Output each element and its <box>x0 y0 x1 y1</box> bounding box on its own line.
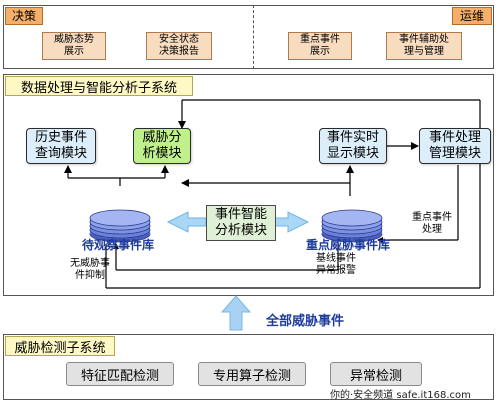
no-threat-suppress-label: 无威胁事 件抑制 <box>70 258 110 281</box>
decision-box-security-report: 安全状态 决策报告 <box>146 32 212 60</box>
top-section-frame <box>3 5 494 69</box>
history-query-module: 历史事件 查询模块 <box>26 128 96 164</box>
detection-item-anomaly: 异常检测 <box>330 362 422 386</box>
analysis-subsystem-title: 数据处理与智能分析子系统 <box>5 76 193 96</box>
threat-analysis-module: 威胁分 析模块 <box>133 128 191 164</box>
detection-subsystem-frame <box>3 334 494 400</box>
operations-box-event-assist: 事件辅助处 理与管理 <box>386 32 462 60</box>
watermark-text: 你的·安全频道 safe.it168.com <box>330 390 471 401</box>
detection-item-operator: 专用算子检测 <box>198 362 306 386</box>
top-section-divider <box>253 5 254 69</box>
operations-title: 运维 <box>452 7 492 25</box>
detection-subsystem-title: 威胁检测子系统 <box>5 336 115 356</box>
realtime-display-module: 事件实时 显示模块 <box>319 128 387 164</box>
all-threat-events-label: 全部威胁事件 <box>266 314 345 329</box>
operations-box-key-events: 重点事件 展示 <box>288 32 352 60</box>
pending-events-database-icon <box>89 209 151 243</box>
key-threat-events-database-icon <box>321 209 383 243</box>
decision-title: 决策 <box>5 7 43 25</box>
pending-events-database-label: 待观察事件库 <box>82 238 155 252</box>
event-handling-module: 事件处理 管理模块 <box>419 128 491 164</box>
baseline-alarm-label: 基线事件 异常报警 <box>316 253 356 276</box>
analysis-subsystem-frame <box>3 74 494 296</box>
key-event-handling-label: 重点事件 处理 <box>412 212 452 235</box>
detection-item-signature: 特征匹配检测 <box>66 362 174 386</box>
decision-box-threat-situation: 威胁态势 展示 <box>42 32 106 60</box>
key-threat-events-database-label: 重点威胁事件库 <box>306 238 391 252</box>
smart-analysis-module: 事件智能 分析模块 <box>206 205 276 241</box>
